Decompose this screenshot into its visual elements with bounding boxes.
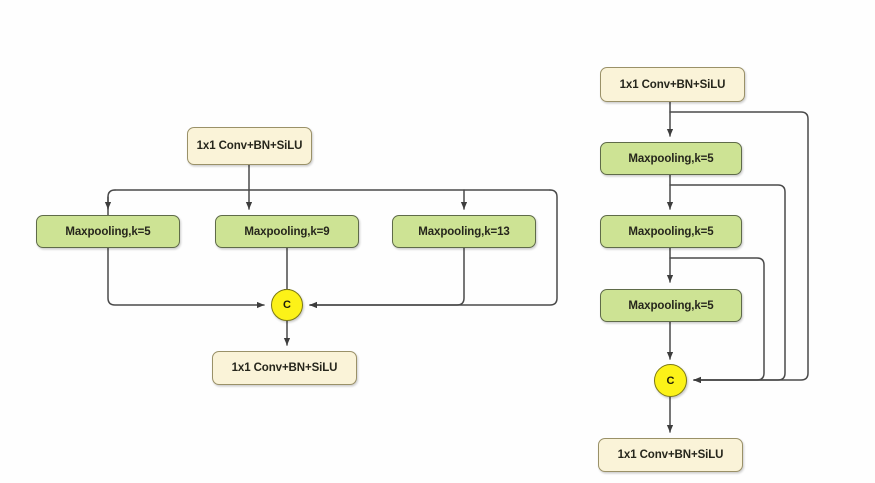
sppf-maxpool-2-label: Maxpooling,k=5 bbox=[628, 225, 714, 238]
spp-maxpool-k13-node[interactable]: Maxpooling,k=13 bbox=[392, 215, 536, 248]
sppf-maxpool-3-label: Maxpooling,k=5 bbox=[628, 299, 714, 312]
spp-maxpool-k13-label: Maxpooling,k=13 bbox=[418, 225, 510, 238]
spp-top-conv-node[interactable]: 1x1 Conv+BN+SiLU bbox=[187, 127, 312, 165]
wire-spp-bus-left-corner bbox=[107, 189, 116, 216]
spp-maxpool-k5-label: Maxpooling,k=5 bbox=[65, 225, 151, 238]
sppf-maxpool-1-node[interactable]: Maxpooling,k=5 bbox=[600, 142, 742, 175]
spp-bottom-conv-label: 1x1 Conv+BN+SiLU bbox=[231, 362, 338, 374]
wire-spp-poolleft-to-concat bbox=[107, 247, 265, 309]
wire-sppf-skip-pool2 bbox=[669, 257, 765, 384]
wire-sppf-skip-pool1 bbox=[669, 184, 786, 384]
sppf-maxpool-3-node[interactable]: Maxpooling,k=5 bbox=[600, 289, 742, 322]
spp-maxpool-k9-node[interactable]: Maxpooling,k=9 bbox=[215, 215, 359, 248]
sppf-top-conv-label: 1x1 Conv+BN+SiLU bbox=[619, 78, 726, 91]
spp-concat-node[interactable]: C bbox=[271, 289, 303, 321]
sppf-bottom-conv-node[interactable]: 1x1 Conv+BN+SiLU bbox=[598, 438, 743, 472]
sppf-concat-node[interactable]: C bbox=[654, 364, 687, 397]
wire-spp-bypass-to-concat bbox=[309, 189, 558, 309]
spp-concat-label: C bbox=[283, 299, 291, 311]
sppf-top-conv-node[interactable]: 1x1 Conv+BN+SiLU bbox=[600, 67, 745, 102]
sppf-concat-label: C bbox=[666, 374, 675, 387]
spp-top-conv-label: 1x1 Conv+BN+SiLU bbox=[196, 140, 303, 152]
wire-spp-poolright-to-concat bbox=[309, 247, 465, 309]
spp-maxpool-k9-label: Maxpooling,k=9 bbox=[244, 225, 330, 238]
spp-bottom-conv-node[interactable]: 1x1 Conv+BN+SiLU bbox=[212, 351, 357, 385]
spp-maxpool-k5-node[interactable]: Maxpooling,k=5 bbox=[36, 215, 180, 248]
sppf-bottom-conv-label: 1x1 Conv+BN+SiLU bbox=[617, 449, 724, 461]
wire-sppf-skip-conv bbox=[669, 111, 809, 384]
sppf-maxpool-1-label: Maxpooling,k=5 bbox=[628, 152, 714, 165]
sppf-maxpool-2-node[interactable]: Maxpooling,k=5 bbox=[600, 215, 742, 248]
